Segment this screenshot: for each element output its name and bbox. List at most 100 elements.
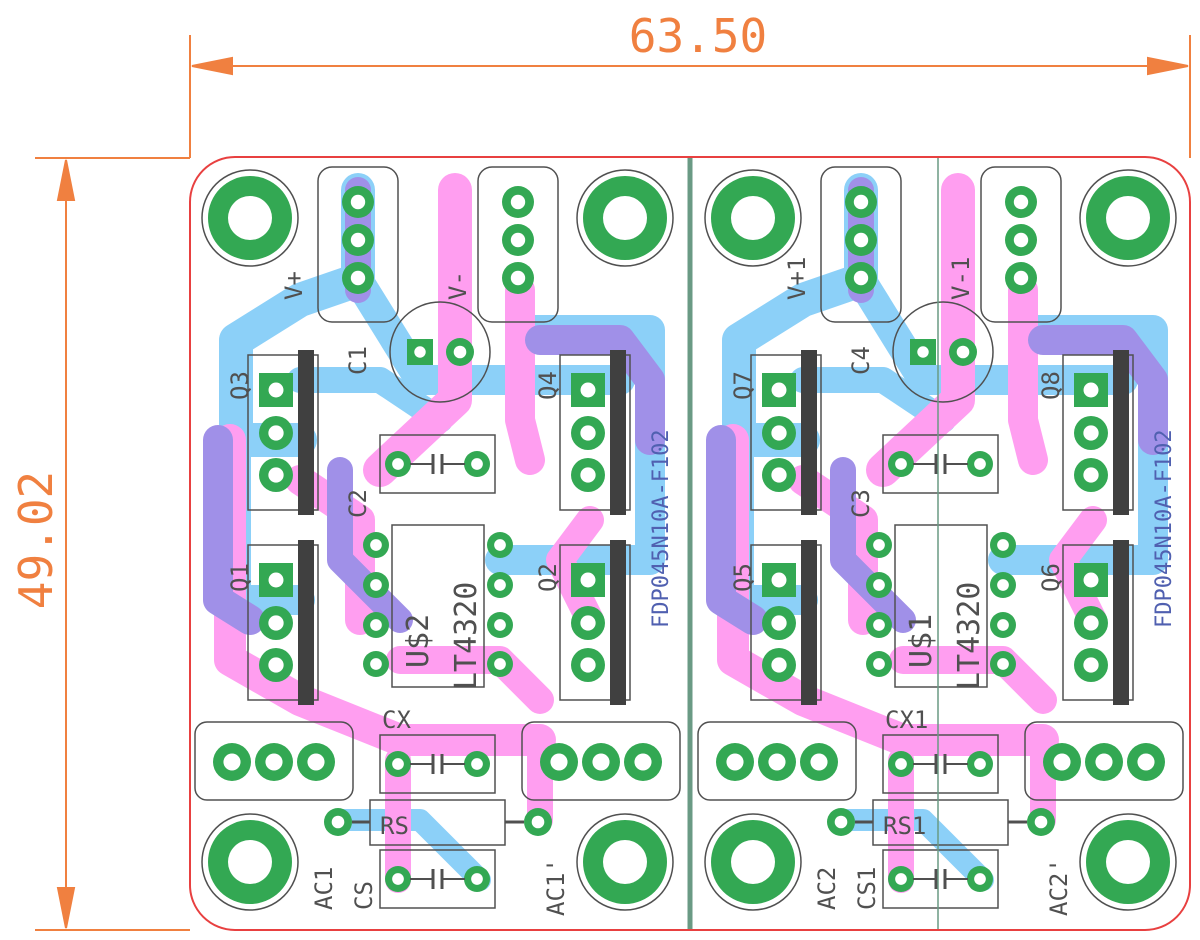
- mount-hole: [603, 196, 647, 240]
- label-q-top-right: Q4: [534, 371, 562, 400]
- label-cap-2: C3: [847, 489, 875, 518]
- mount-hole: [1106, 196, 1150, 240]
- board-half-left: V+ V- C1 Q3 Q4 C2 Q1 Q2 U$2 LT4320 CX RS…: [194, 166, 681, 916]
- label-conn-neg: V-: [444, 271, 472, 300]
- ic-pad-hole: [873, 619, 885, 631]
- conn-outline: [477, 166, 559, 323]
- transistor-outline: [559, 354, 631, 511]
- mount-outline: [576, 169, 674, 267]
- ic-pad-hole: [873, 579, 885, 591]
- trace-overlap: [525, 325, 665, 455]
- ac-header-outline: [697, 721, 857, 801]
- trace-top: [1008, 275, 1048, 475]
- ac-pad-hole: [265, 753, 283, 771]
- ac-pad-hole: [634, 753, 652, 771]
- transistor-pad-hole: [1083, 425, 1099, 441]
- transistor-pad-hole: [771, 467, 787, 483]
- ac-pad-hole: [810, 753, 828, 771]
- transistor-outline: [1062, 354, 1134, 511]
- ic-pad-hole: [494, 619, 506, 631]
- transistor-outline: [750, 354, 822, 511]
- smallcap-outline: [379, 434, 496, 494]
- mount-outline: [576, 813, 674, 911]
- dimension-width-label: 63.50: [629, 9, 767, 63]
- transistor-pad-hole: [771, 572, 787, 588]
- label-q-top-left: Q3: [226, 371, 254, 400]
- ac-pad-hole: [592, 753, 610, 771]
- ic-pad-hole: [873, 539, 885, 551]
- trace-overlap: [1028, 325, 1168, 455]
- ic-pad-hole: [370, 619, 382, 631]
- transistor-pad-hole: [268, 425, 284, 441]
- smallcap-pad-hole: [895, 873, 907, 885]
- label-ac-left: AC2: [813, 867, 841, 910]
- transistor-outline: [247, 544, 319, 701]
- label-q-bot-right: Q6: [1037, 563, 1065, 592]
- label-ic-name: U$2: [401, 614, 436, 668]
- label-cap-s: CS1: [853, 867, 881, 910]
- ac-pad-hole: [223, 753, 241, 771]
- conn-outline: [820, 166, 902, 323]
- smallcap-outline: [882, 434, 999, 494]
- smallcap-pad-hole: [471, 758, 483, 770]
- conn-outline: [317, 166, 399, 323]
- ac-pad-hole: [1095, 753, 1113, 771]
- label-ic-name: U$1: [904, 614, 939, 668]
- smallcap-outline: [379, 734, 496, 794]
- smallcap-pad-hole: [895, 458, 907, 470]
- smallcap-pad-hole: [895, 758, 907, 770]
- label-ac-left: AC1: [310, 867, 338, 910]
- smallcap-pad-hole: [392, 458, 404, 470]
- conn-pad-hole: [510, 270, 526, 286]
- cap-outline: [389, 301, 491, 403]
- trace-overlap: [706, 425, 768, 635]
- smallcap-outline: [882, 849, 999, 909]
- label-cap-main: C4: [847, 346, 875, 375]
- ic-pad-hole: [370, 579, 382, 591]
- ac-pad-hole: [726, 753, 744, 771]
- transistor-pad-hole: [268, 657, 284, 673]
- ac-header-outline: [194, 721, 354, 801]
- conn-pad-hole: [350, 270, 366, 286]
- smallcap-outline: [379, 849, 496, 909]
- ic-pad-hole: [997, 539, 1009, 551]
- ic-pad-hole: [494, 579, 506, 591]
- label-ac-right: AC2': [1045, 858, 1073, 916]
- label-resistor: RS: [380, 812, 409, 840]
- transistor-pad-hole: [580, 657, 596, 673]
- cap-pad-hole: [414, 346, 426, 358]
- resistor-pad-hole: [1034, 815, 1048, 829]
- transistor-pad-hole: [1083, 467, 1099, 483]
- trace-bottom: [832, 809, 994, 891]
- mount-outline: [201, 169, 299, 267]
- ac-header-outline: [521, 721, 681, 801]
- trace-top: [505, 275, 545, 475]
- label-cap-2: C2: [344, 489, 372, 518]
- label-cap-s: CS: [350, 881, 378, 910]
- cap-pad-hole: [956, 345, 970, 359]
- label-q-bot-left: Q5: [729, 563, 757, 592]
- ac-pad-hole: [768, 753, 786, 771]
- transistor-tab: [610, 350, 626, 515]
- conn-outline: [980, 166, 1062, 323]
- transistor-pad-hole: [268, 615, 284, 631]
- ac-pad-hole: [1053, 753, 1071, 771]
- conn-pad-hole: [510, 194, 526, 210]
- transistor-pad-hole: [1083, 382, 1099, 398]
- silkscreen-labels-right: V+1 V-1 C4 Q7 Q8 C3 Q5 Q6 U$1 LT4320 CX1…: [729, 257, 1177, 916]
- dimension-width: [189, 35, 1191, 158]
- label-q-bot-left: Q1: [226, 563, 254, 592]
- smallcap-pad-hole: [974, 873, 986, 885]
- transistor-tab: [610, 540, 626, 705]
- transistor-pad-hole: [771, 382, 787, 398]
- transistor-pad-hole: [580, 382, 596, 398]
- trace-bottom: [287, 367, 453, 433]
- mount-outline: [1079, 169, 1177, 267]
- label-mosfet: FDP045N10A-F102: [1152, 429, 1177, 628]
- transistor-tab: [801, 350, 817, 515]
- conn-pad-hole: [853, 194, 869, 210]
- smallcap-pad-hole: [974, 458, 986, 470]
- transistor-outline: [247, 354, 319, 511]
- trace-bottom: [790, 367, 956, 433]
